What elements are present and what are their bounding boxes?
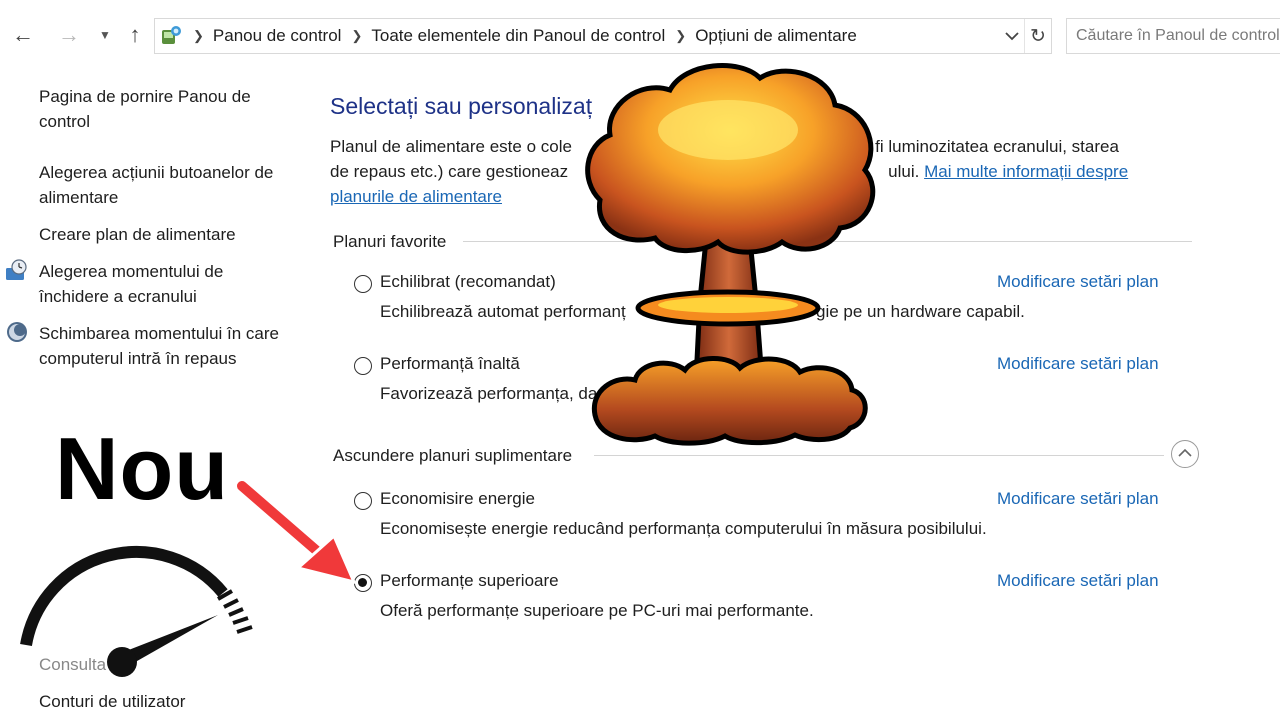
change-settings-balanced[interactable]: Modificare setări plan — [997, 272, 1159, 291]
plan-desc-high-performance: Favorizează performanța, da — [380, 384, 598, 403]
mushroom-cloud-illustration — [585, 63, 876, 446]
radio-high-performance[interactable] — [354, 357, 372, 375]
sidebar-link-power-buttons[interactable]: Alegerea acțiunii butoanelor de alimenta… — [39, 163, 274, 207]
extra-plans-header[interactable]: Ascundere planuri suplimentare — [333, 446, 573, 465]
sidebar-link-create-plan[interactable]: Creare plan de alimentare — [39, 225, 236, 244]
up-arrow-icon[interactable]: ↑ — [129, 22, 141, 47]
description-text-left: Planul de alimentare este o cole — [330, 137, 572, 156]
description-text-left-2: de repaus etc.) care gestioneaz — [330, 162, 569, 181]
address-box[interactable]: ❯ Panou de control ❯ Toate elementele di… — [154, 18, 1052, 54]
plan-desc-ultimate-performance: Oferă performanțe superioare pe PC-uri m… — [380, 601, 814, 620]
new-label: Nou — [55, 419, 230, 518]
sidebar-link-sleep[interactable]: Schimbarea momentului în care computerul… — [39, 324, 280, 368]
page-title: Selectați sau personalizaț — [330, 93, 593, 119]
display-clock-icon — [6, 259, 27, 280]
chevron-right-icon: ❯ — [193, 28, 204, 43]
radio-power-saver[interactable] — [354, 492, 372, 510]
favorites-divider — [463, 241, 1192, 242]
chevron-down-icon[interactable] — [1003, 27, 1021, 45]
plan-name-power-saver[interactable]: Economisire energie — [380, 489, 535, 508]
breadcrumb-all-items[interactable]: Toate elementele din Panoul de control — [371, 26, 666, 45]
description-text-right-2: ului. — [888, 162, 920, 181]
extra-plans-divider — [594, 455, 1164, 456]
address-row: ← → ▼ ↑ ❯ Panou de control ❯ Toate eleme… — [0, 0, 1280, 70]
change-settings-power-saver[interactable]: Modificare setări plan — [997, 489, 1159, 508]
breadcrumb-power-options[interactable]: Opțiuni de alimentare — [695, 26, 857, 45]
plan-name-balanced[interactable]: Echilibrat (recomandat) — [380, 272, 556, 291]
more-info-link[interactable]: Mai multe informații despre — [924, 162, 1129, 181]
refresh-icon[interactable]: ↻ — [1024, 19, 1051, 53]
description-text-right: um ar fi luminozitatea ecranului, starea — [826, 137, 1119, 156]
chevron-right-icon: ❯ — [675, 28, 687, 43]
plan-desc-balanced: Echilibrează automat performanț — [380, 302, 626, 321]
control-panel-icon — [162, 26, 181, 44]
sidebar-link-display-off[interactable]: Alegerea momentului de închidere a ecran… — [39, 262, 224, 306]
plan-desc-balanced-right: gie pe un hardware capabil. — [816, 302, 1025, 321]
change-settings-ultimate-performance[interactable]: Modificare setări plan — [997, 571, 1159, 590]
back-arrow-icon[interactable]: ← — [12, 22, 34, 47]
radio-ultimate-performance[interactable] — [354, 574, 372, 592]
chevron-up-icon — [1178, 448, 1192, 457]
plan-desc-power-saver: Economisește energie reducând performanț… — [380, 519, 987, 538]
radio-balanced[interactable] — [354, 275, 372, 293]
forward-arrow-icon[interactable]: → — [58, 22, 80, 47]
search-input[interactable]: Căutare în Panoul de control — [1066, 18, 1280, 54]
red-arrow-icon — [234, 478, 357, 585]
breadcrumb-control-panel[interactable]: Panou de control — [212, 26, 342, 45]
change-settings-high-performance[interactable]: Modificare setări plan — [997, 354, 1159, 373]
recent-locations-chevron-icon[interactable]: ▼ — [99, 28, 111, 42]
collapse-button[interactable] — [1171, 440, 1199, 468]
more-info-link-2[interactable]: planurile de alimentare — [330, 187, 502, 206]
user-accounts-link[interactable]: Conturi de utilizator — [39, 692, 186, 711]
chevron-right-icon: ❯ — [351, 28, 363, 43]
favorites-header: Planuri favorite — [333, 232, 447, 251]
plan-name-high-performance[interactable]: Performanță înaltă — [380, 354, 520, 373]
sleep-moon-icon — [7, 322, 27, 342]
plan-description: Planul de alimentare este o cole um ar fi… — [330, 134, 1210, 209]
see-also-label: Consulta — [39, 655, 107, 674]
plan-name-ultimate-performance[interactable]: Performanțe superioare — [380, 571, 559, 590]
sidebar-home-link[interactable]: Pagina de pornire Panou de control — [39, 87, 251, 131]
